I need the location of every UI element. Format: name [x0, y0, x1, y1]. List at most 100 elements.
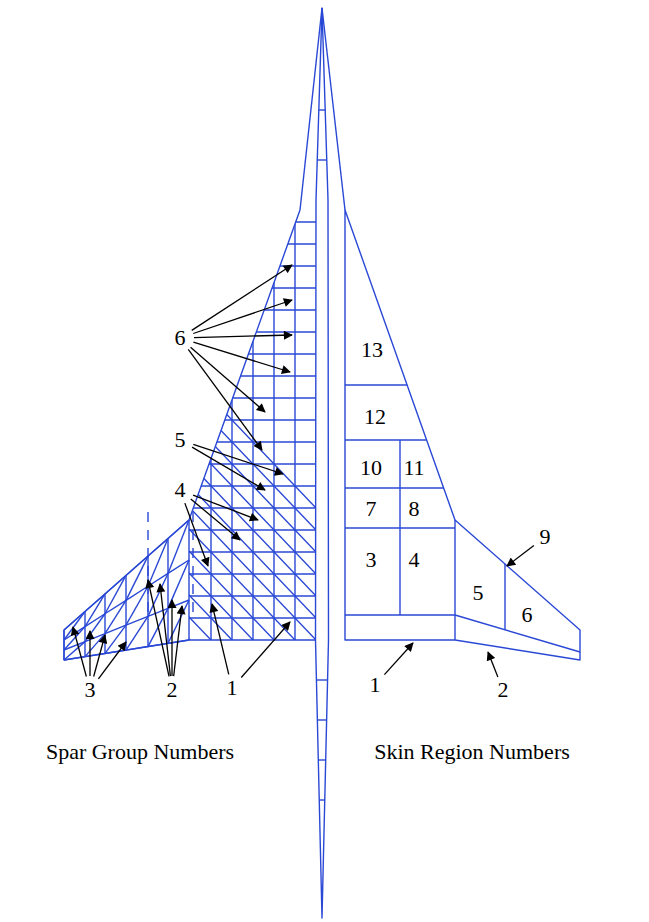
group-boundary — [147, 512, 148, 612]
callout-number: 11 — [403, 457, 424, 479]
rib-line — [180, 287, 316, 288]
rib-line — [180, 309, 316, 310]
fuselage-frame — [317, 159, 327, 160]
region-boundary — [504, 564, 505, 630]
rib-line — [180, 419, 316, 420]
callout-number: 6 — [175, 327, 186, 349]
caption-text: Skin Region Numbers — [374, 741, 570, 763]
callout-number: 2 — [498, 679, 509, 701]
diagonal-member — [105, 625, 126, 653]
rib-line — [188, 520, 189, 640]
rib-line — [167, 538, 168, 643]
region-boundary — [399, 440, 400, 615]
region-boundary — [455, 615, 580, 652]
diagonal-member — [105, 575, 126, 613]
wing-structure — [0, 8, 580, 918]
diagonal-member — [0, 156, 316, 662]
diagonal-member — [0, 156, 211, 662]
callout-number: 6 — [522, 604, 533, 626]
diagonal-member — [0, 156, 106, 662]
diagonal-member — [168, 520, 189, 573]
fuselage-frame — [319, 799, 325, 800]
callout-number: 13 — [361, 339, 383, 361]
leader-arrow — [171, 600, 172, 676]
diagonal-member — [0, 156, 127, 662]
diagonal-member — [126, 586, 148, 625]
diagonal-member — [0, 156, 85, 662]
diagonal-member — [0, 156, 148, 662]
callout-number: 9 — [540, 526, 551, 548]
leader-arrow — [73, 627, 86, 676]
region-boundary — [345, 384, 407, 385]
rib-line — [125, 575, 126, 650]
callout-number: 12 — [364, 406, 386, 428]
diagonal-member — [0, 156, 337, 662]
diagonal-member — [168, 560, 189, 608]
leader-arrow — [194, 335, 292, 338]
callout-number: 3 — [366, 549, 377, 571]
diagonal-member — [0, 156, 421, 662]
rib-line — [180, 353, 316, 354]
caption-text: Spar Group Numbers — [46, 741, 234, 763]
fuselage-frame — [319, 109, 325, 110]
fuselage-frame — [318, 759, 325, 760]
leader-arrow — [185, 503, 208, 566]
diagonal-member — [64, 612, 85, 640]
strake-edge — [300, 8, 322, 210]
rib-line — [180, 265, 316, 266]
fuselage-frame — [317, 719, 326, 720]
rib-line — [180, 441, 316, 442]
leader-arrow — [193, 300, 292, 334]
region-boundary — [345, 439, 427, 440]
callout-number: 4 — [409, 549, 420, 571]
callout-number: 5 — [473, 582, 484, 604]
diagonal-member — [0, 156, 253, 662]
diagonal-member — [85, 594, 105, 627]
diagonal-member — [0, 156, 400, 662]
callout-number: 2 — [167, 679, 178, 701]
diagonal-member — [0, 156, 43, 662]
wing-outline — [64, 210, 316, 660]
diagonal-member — [0, 156, 379, 662]
diagonal-member — [0, 156, 169, 662]
diagonal-member — [126, 556, 148, 600]
diagonal-member — [0, 156, 232, 662]
diagonal-member — [0, 156, 274, 662]
diagonal-member — [64, 642, 85, 660]
diagonal-member — [0, 156, 64, 662]
strake-edge — [322, 8, 345, 210]
leader-arrow — [192, 265, 292, 330]
rib-line — [84, 612, 85, 657]
leader-arrow — [98, 642, 126, 679]
leader-arrow — [507, 545, 534, 566]
wing-outline — [345, 210, 580, 660]
region-boundary — [345, 487, 444, 488]
region-boundary — [454, 520, 455, 640]
outboard-mesh — [64, 520, 189, 660]
callout-number: 10 — [360, 457, 382, 479]
fuselage-outline — [316, 8, 329, 918]
leader-arrow — [174, 606, 182, 676]
callout-number: 7 — [366, 498, 377, 520]
leader-lines — [73, 265, 534, 679]
callout-number: 1 — [227, 677, 238, 699]
fuselage-frame — [316, 679, 327, 680]
callout-number: 5 — [175, 429, 186, 451]
leader-arrow — [191, 499, 240, 540]
diagonal-member — [0, 156, 190, 662]
leader-arrow — [94, 635, 105, 676]
rib-line — [180, 243, 316, 244]
callout-number: 3 — [85, 679, 96, 701]
rib-line — [104, 594, 105, 654]
diagonal-member — [0, 156, 463, 662]
inboard-mesh — [0, 156, 463, 662]
diagonal-member — [0, 156, 358, 662]
leader-arrow — [193, 495, 258, 520]
callout-number: 4 — [175, 479, 186, 501]
leader-arrow — [212, 604, 229, 674]
leader-arrow — [192, 447, 265, 490]
callout-number: 8 — [409, 498, 420, 520]
rib-line — [63, 630, 64, 660]
